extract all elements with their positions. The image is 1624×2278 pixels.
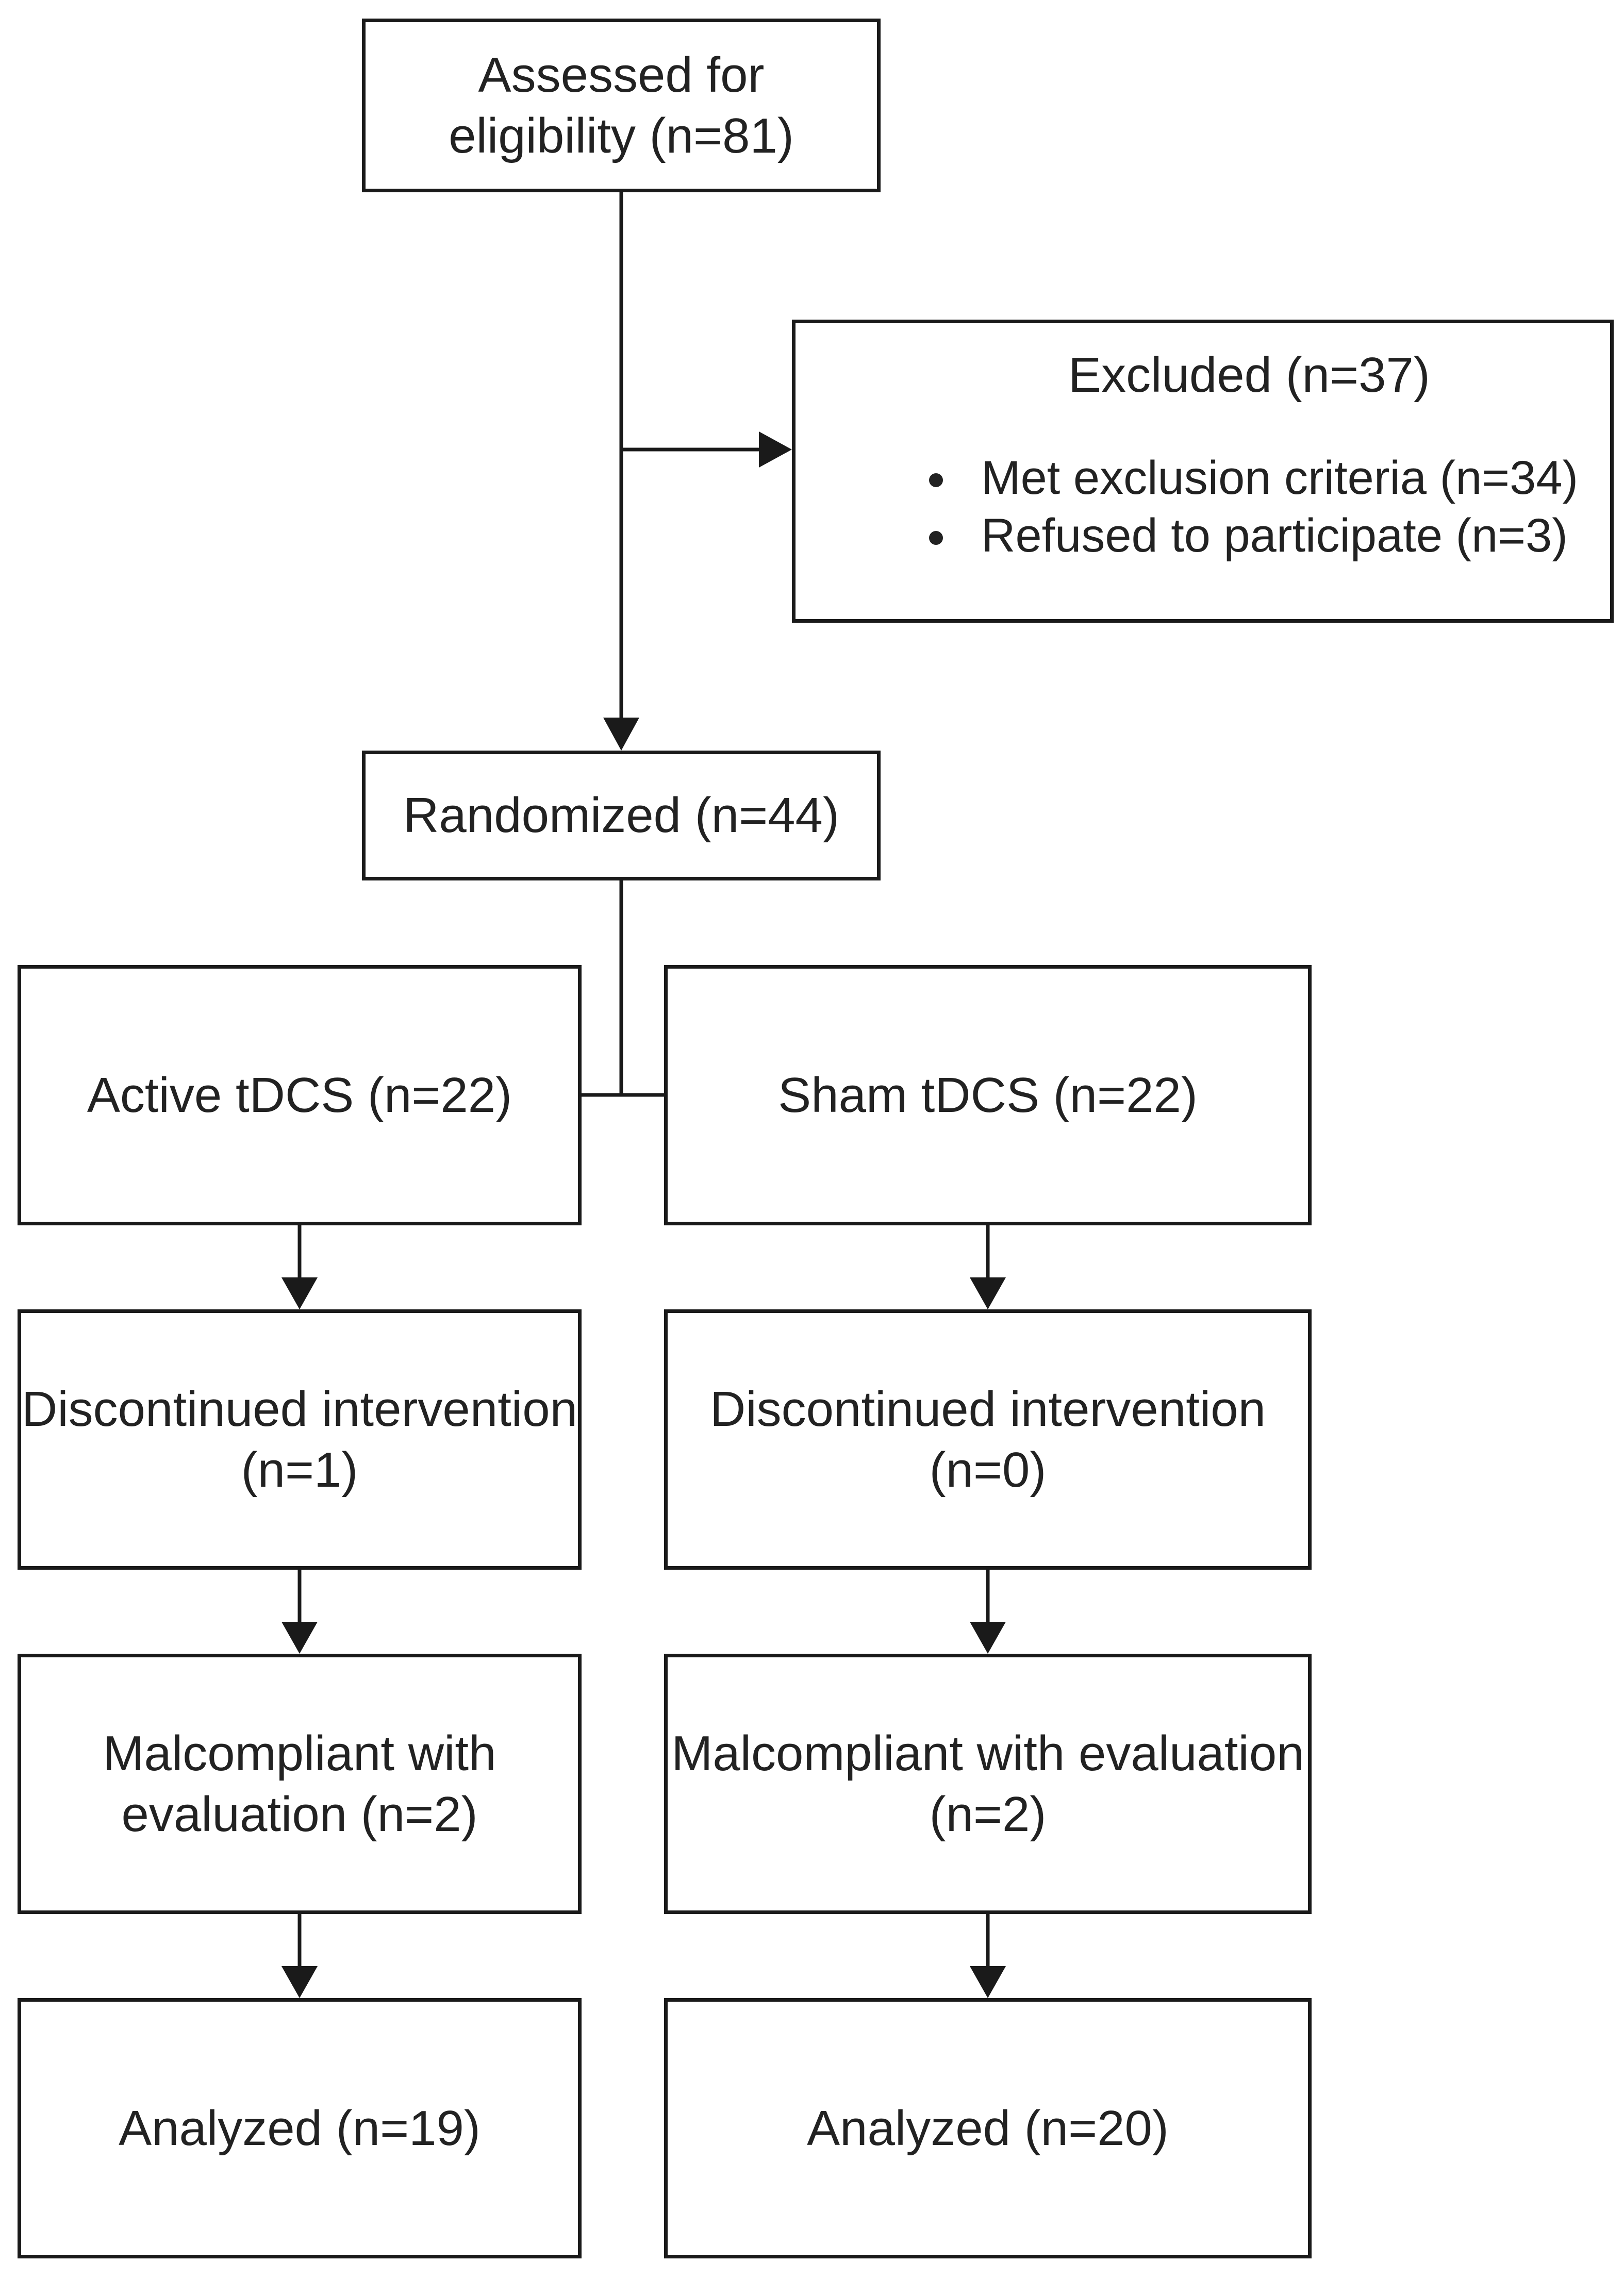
- sham-analyzed-text: Analyzed (n=20): [807, 2100, 1169, 2156]
- sham-analyzed-box: Analyzed (n=20): [664, 1998, 1312, 2258]
- sham-malcompliant-box: Malcompliant with evaluation (n=2): [664, 1654, 1312, 1914]
- assessed-eligibility-text: Assessed for eligibility (n=81): [449, 47, 794, 163]
- exclusion-reason-item: Met exclusion criteria (n=34): [960, 449, 1578, 507]
- active-analyzed-text: Analyzed (n=19): [119, 2100, 480, 2156]
- sham-allocation-text: Sham tDCS (n=22): [778, 1067, 1198, 1123]
- active-discontinued-text: Discontinued intervention (n=1): [22, 1381, 577, 1498]
- active-analyzed-box: Analyzed (n=19): [18, 1998, 582, 2258]
- active-malcompliant-text: Malcompliant with evaluation (n=2): [103, 1725, 496, 1842]
- sham-discontinued-text: Discontinued intervention (n=0): [710, 1381, 1266, 1498]
- exclusion-reason-item: Refused to participate (n=3): [960, 507, 1578, 564]
- arrowhead-to-randomized: [603, 718, 639, 751]
- arrowhead-right-2: [970, 1622, 1006, 1654]
- active-malcompliant-box: Malcompliant with evaluation (n=2): [18, 1654, 582, 1914]
- arrowhead-left-1: [281, 1277, 318, 1309]
- randomized-box: Randomized (n=44): [362, 751, 881, 880]
- arrowhead-right-3: [970, 1966, 1006, 1998]
- arrowhead-right-1: [970, 1277, 1006, 1309]
- arrowhead-to-excluded: [759, 431, 792, 468]
- arrowhead-left-3: [281, 1966, 318, 1998]
- assessed-eligibility-box: Assessed for eligibility (n=81): [362, 19, 881, 192]
- exclusion-reasons-list: Met exclusion criteria (n=34) Refused to…: [930, 449, 1578, 564]
- randomized-text: Randomized (n=44): [403, 788, 839, 843]
- excluded-box: Excluded (n=37) Met exclusion criteria (…: [792, 320, 1614, 623]
- sham-allocation-box: Sham tDCS (n=22): [664, 965, 1312, 1225]
- sham-discontinued-box: Discontinued intervention (n=0): [664, 1309, 1312, 1570]
- active-discontinued-box: Discontinued intervention (n=1): [18, 1309, 582, 1570]
- active-allocation-text: Active tDCS (n=22): [87, 1067, 512, 1123]
- active-allocation-box: Active tDCS (n=22): [18, 965, 582, 1225]
- excluded-title: Excluded (n=37): [1068, 347, 1430, 403]
- sham-malcompliant-text: Malcompliant with evaluation (n=2): [671, 1725, 1304, 1842]
- arrowhead-left-2: [281, 1622, 318, 1654]
